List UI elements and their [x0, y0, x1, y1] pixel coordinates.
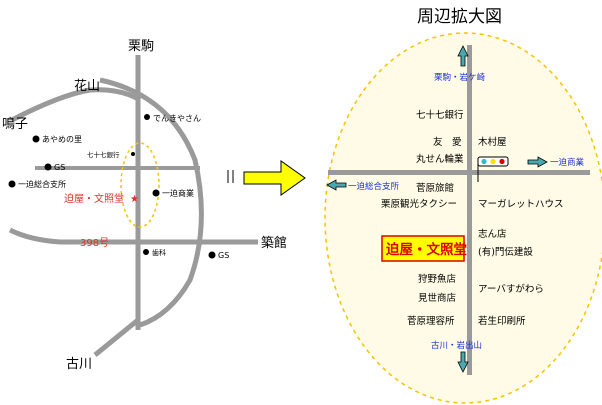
spot-dot-denkiya — [144, 114, 150, 120]
road-naruko-curve — [10, 87, 142, 123]
spot-dot-ayame — [32, 135, 40, 143]
shop-sugawara-ryokan: 菅原旅館 — [416, 182, 454, 194]
zoom-arrow-icon — [243, 160, 306, 196]
arrow-east-icon — [527, 156, 548, 168]
overview-map: 栗駒 花山 鳴子 築館 古川 でんきやさん あやめの里 GS 七十七銀行 一迫総… — [2, 39, 287, 372]
label-south-dir: 古川・岩出山 — [431, 340, 482, 351]
label-tsukidate: 築館 — [261, 236, 287, 251]
target-box — [381, 235, 465, 262]
target-star-icon: ★ — [130, 194, 139, 205]
shop-mise: 見世商店 — [418, 292, 456, 304]
spot-dot-bank — [131, 152, 135, 156]
spot-dot-gs2 — [208, 251, 216, 259]
spot-dot-gs1 — [44, 163, 52, 171]
label-ayame: あやめの里 — [42, 135, 82, 144]
label-office: 一迫総合支所 — [18, 179, 66, 189]
label-ichihasama-shop: 一迫商業 — [162, 188, 194, 198]
spot-dot-ichihasama-shop — [152, 189, 160, 197]
shop-marusen: 丸せん輪業 — [416, 153, 464, 165]
detail-map: 栗駒・岩ケ崎 古川・岩出山 一迫商業 一迫総合支所 七十七銀行 友 愛 丸せん輪… — [324, 32, 602, 404]
label-hanayama: 花山 — [74, 78, 100, 94]
arrow-west-icon — [326, 179, 347, 191]
label-east-dir: 一迫商業 — [550, 157, 585, 168]
label-west-dir: 一迫総合支所 — [348, 181, 400, 192]
shop-shinten: 志ん店 — [478, 228, 507, 240]
label-bank: 七十七銀行 — [87, 150, 120, 159]
shop-margaret: マーガレットハウス — [478, 199, 564, 210]
road-furukawa — [93, 318, 140, 357]
shop-sugawara-barber: 菅原理容所 — [407, 315, 455, 327]
shop-kimuraya: 木村屋 — [478, 136, 507, 148]
label-target: 迫屋・文照堂 — [64, 192, 124, 205]
shop-kano-fish: 狩野魚店 — [418, 273, 456, 285]
label-dental: 歯科 — [152, 248, 166, 257]
spot-dot-office — [8, 180, 16, 188]
overview-focus-oval — [120, 142, 160, 228]
label-north-dir: 栗駒・岩ケ崎 — [434, 72, 486, 83]
target-label: 迫屋・文照堂 — [385, 241, 467, 258]
label-kurikoma: 栗駒 — [128, 39, 154, 54]
label-gs2: GS — [218, 251, 229, 260]
label-gs1: GS — [54, 163, 65, 172]
label-denkiya: でんきやさん — [153, 114, 201, 123]
page-title: 周辺拡大図 — [417, 7, 502, 27]
label-route398: 398号 — [80, 237, 109, 249]
arrow-south-icon — [457, 351, 469, 373]
road-route398 — [8, 227, 258, 245]
signal-light-red — [499, 158, 505, 165]
label-naruko: 鳴子 — [2, 117, 28, 132]
shop-yuai: 友 愛 — [433, 136, 462, 148]
signal-light-yellow — [490, 158, 496, 165]
shop-wako-print: 若生印刷所 — [478, 315, 526, 327]
shop-bank: 七十七銀行 — [416, 109, 464, 121]
signal-light-blue — [481, 158, 487, 165]
shop-urban-sugawara: アーバすがわら — [478, 283, 544, 295]
spot-dot-dental — [143, 249, 149, 255]
road-ring — [99, 77, 204, 328]
detail-road-horizontal — [328, 170, 590, 175]
detail-road-vertical — [467, 45, 472, 375]
detail-dashed-oval — [324, 32, 602, 404]
label-furukawa: 古川 — [66, 357, 92, 372]
arrow-north-icon — [457, 45, 469, 67]
shop-monden: (有)門伝建設 — [478, 246, 533, 258]
shop-kurihara-taxi: 栗原観光タクシー — [381, 198, 457, 210]
